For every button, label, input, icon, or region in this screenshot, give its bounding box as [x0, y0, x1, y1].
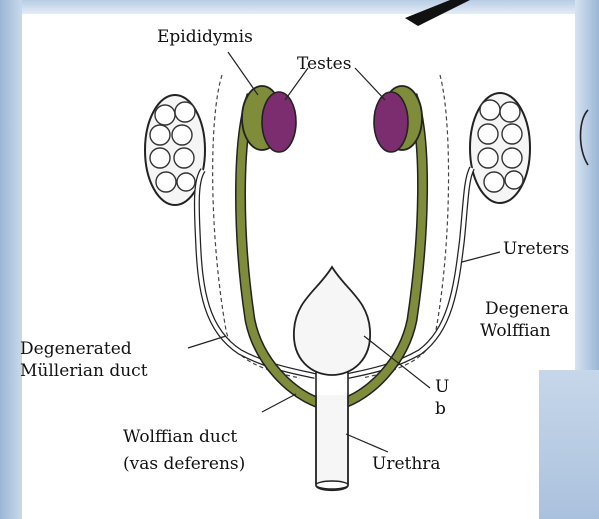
label-wolffian-duct-1: Wolffian duct: [123, 428, 237, 447]
label-testes: Testes: [297, 55, 351, 74]
label-degenerated-wolffian-1: Degenera: [485, 300, 569, 319]
testis-right: [374, 92, 408, 152]
label-epididymis: Epididymis: [157, 28, 253, 47]
label-ureters: Ureters: [503, 240, 569, 259]
leader-testes-right: [355, 68, 385, 100]
label-bladder-1: U: [435, 378, 449, 397]
leader-wolffian-duct: [262, 394, 296, 412]
leader-epididymis: [228, 52, 258, 95]
label-degenerated-mullerian-2: Müllerian duct: [20, 362, 148, 381]
label-degenerated-mullerian-1: Degenerated: [20, 340, 132, 359]
urethra: [316, 395, 348, 490]
label-urethra: Urethra: [372, 455, 441, 474]
label-wolffian-duct-2: (vas deferens): [123, 455, 245, 474]
kidney-right: [470, 93, 530, 203]
testis-left: [262, 92, 296, 152]
kidney-partial-right: [581, 110, 589, 165]
leader-mullerian: [188, 336, 226, 348]
arrow-shape: [405, 0, 470, 26]
leader-urethra: [346, 434, 388, 452]
bladder: [294, 267, 370, 375]
label-bladder-2: b: [435, 400, 446, 419]
leader-ureters: [462, 252, 500, 262]
urethra-opening: [316, 481, 348, 489]
label-degenerated-wolffian-2: Wolffian: [480, 322, 551, 341]
